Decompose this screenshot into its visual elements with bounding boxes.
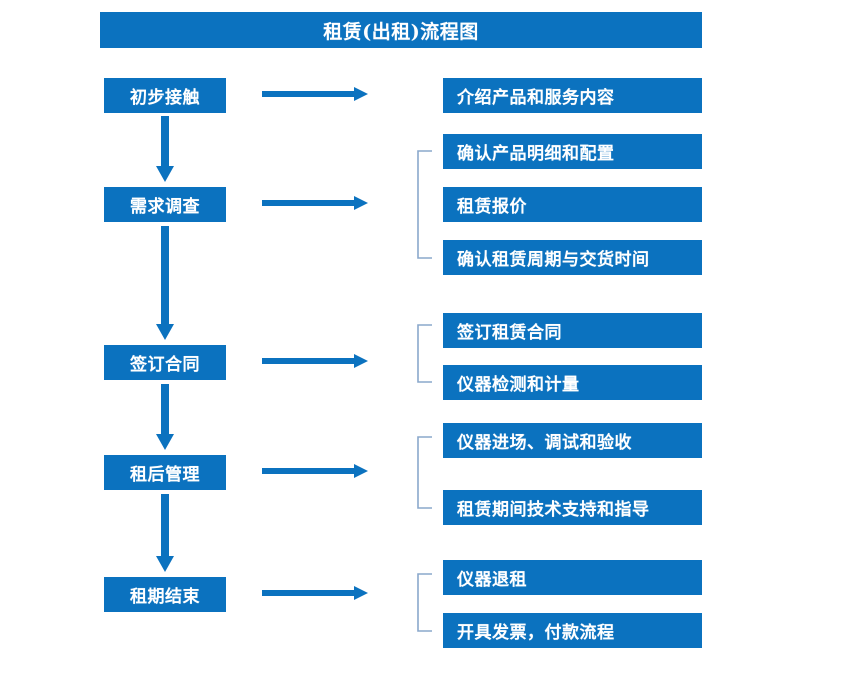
- down-arrow-stage4-stage5: [156, 494, 174, 572]
- group-bracket-post-rental: [417, 436, 432, 509]
- stage-box-initial-contact[interactable]: 初步接触: [104, 78, 226, 113]
- group-bracket-sign-contract: [417, 324, 432, 383]
- detail-box-rental-quotation[interactable]: 租赁报价: [443, 187, 702, 222]
- right-arrow-stage3: [262, 354, 368, 368]
- detail-box-instrument-return[interactable]: 仪器退租: [443, 560, 702, 595]
- stage-box-demand-survey[interactable]: 需求调查: [104, 187, 226, 222]
- detail-box-invoice-payment[interactable]: 开具发票，付款流程: [443, 613, 702, 648]
- group-bracket-demand-survey: [417, 150, 432, 259]
- group-bracket-rental-end: [417, 573, 432, 632]
- stage-box-rental-end[interactable]: 租期结束: [104, 577, 226, 612]
- down-arrow-stage2-stage3: [156, 226, 174, 340]
- right-arrow-stage4: [262, 464, 368, 478]
- right-arrow-stage1: [262, 87, 368, 101]
- stage-box-sign-contract[interactable]: 签订合同: [104, 345, 226, 380]
- detail-box-confirm-product-spec[interactable]: 确认产品明细和配置: [443, 134, 702, 169]
- right-arrow-stage5: [262, 586, 368, 600]
- stage-box-post-rental-management[interactable]: 租后管理: [104, 455, 226, 490]
- detail-box-technical-support[interactable]: 租赁期间技术支持和指导: [443, 490, 702, 525]
- down-arrow-stage3-stage4: [156, 384, 174, 450]
- right-arrow-stage2: [262, 196, 368, 210]
- detail-box-sign-rental-contract[interactable]: 签订租赁合同: [443, 313, 702, 348]
- detail-box-instrument-entry-commissioning[interactable]: 仪器进场、调试和验收: [443, 423, 702, 458]
- detail-box-instrument-inspection[interactable]: 仪器检测和计量: [443, 365, 702, 400]
- detail-box-confirm-period-delivery[interactable]: 确认租赁周期与交货时间: [443, 240, 702, 275]
- detail-box-introduce-products[interactable]: 介绍产品和服务内容: [443, 78, 702, 113]
- down-arrow-stage1-stage2: [156, 116, 174, 182]
- flowchart-title: 租赁(出租)流程图: [100, 12, 702, 48]
